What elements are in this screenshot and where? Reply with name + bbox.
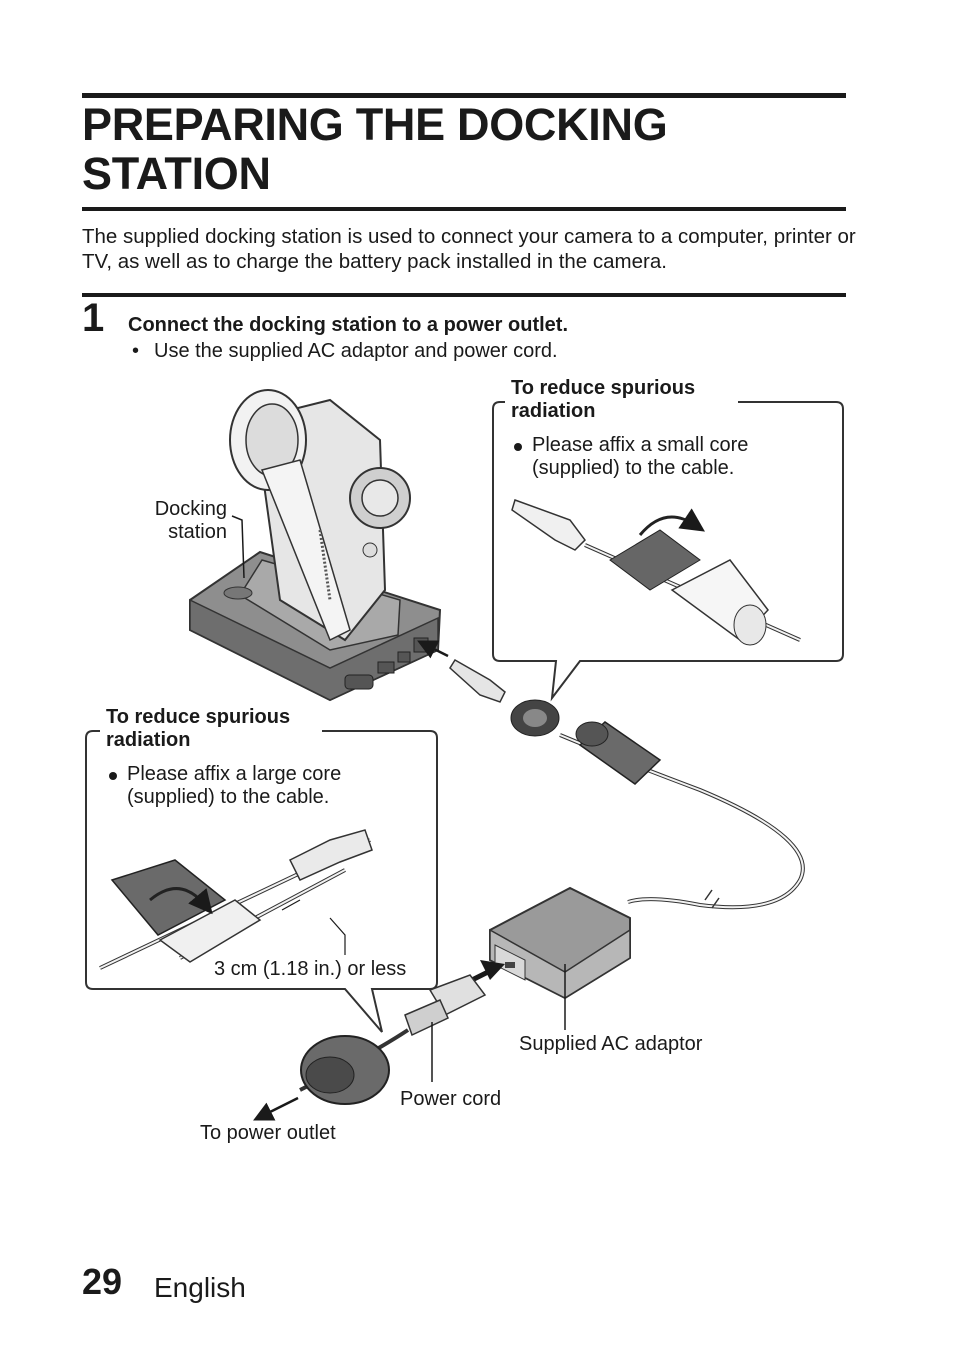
callout-small-bullet: Please affix a small core (supplied) to … [514, 434, 822, 480]
small-core-detail-graphic [511, 499, 801, 646]
bullet-dot [109, 772, 117, 780]
page-title: PREPARING THE DOCKING STATION [82, 99, 668, 199]
ac-plug-graphic [404, 960, 505, 1037]
callout-large-heading: To reduce spurious radiation [106, 706, 291, 751]
title-top-rule [82, 93, 846, 98]
bullet-dot [514, 443, 522, 451]
label-power-cord: Power cord [400, 1088, 502, 1110]
callout-large-bullet: Please affix a large core (supplied) to … [109, 763, 407, 809]
label-power-outlet: To power outlet [200, 1122, 336, 1144]
ferrite-core-ac-graphic [300, 1035, 390, 1105]
callout-small-heading: To reduce spurious radiation [511, 377, 696, 422]
page-number: 29 [82, 1261, 123, 1302]
step-note-text: Use the supplied AC adaptor and power co… [154, 340, 558, 362]
step-number: 1 [82, 296, 105, 340]
camera-graphic [229, 389, 411, 642]
step-rule [82, 293, 846, 297]
step-note: •Use the supplied AC adaptor and power c… [132, 340, 558, 362]
dc-plug-graphic [417, 640, 560, 737]
title-bottom-rule [82, 207, 846, 211]
label-docking-station: Docking station [154, 498, 227, 543]
callout-large-bullet-text: Please affix a large core (supplied) to … [127, 763, 342, 808]
label-distance: 3 cm (1.18 in.) or less [214, 958, 407, 980]
callout-small-frame [492, 401, 844, 702]
step-instruction: Connect the docking station to a power o… [128, 314, 569, 336]
language-label: English [154, 1272, 246, 1303]
ferrite-core-dc-graphic [575, 721, 662, 785]
label-ac-adaptor: Supplied AC adaptor [519, 1033, 703, 1055]
callout-large-frame [85, 730, 438, 1033]
large-core-detail-graphic [99, 829, 373, 970]
ac-adaptor-graphic [489, 886, 631, 1000]
callout-small-bullet-text: Please affix a small core (supplied) to … [532, 434, 749, 479]
intro-paragraph: The supplied docking station is used to … [82, 225, 856, 273]
